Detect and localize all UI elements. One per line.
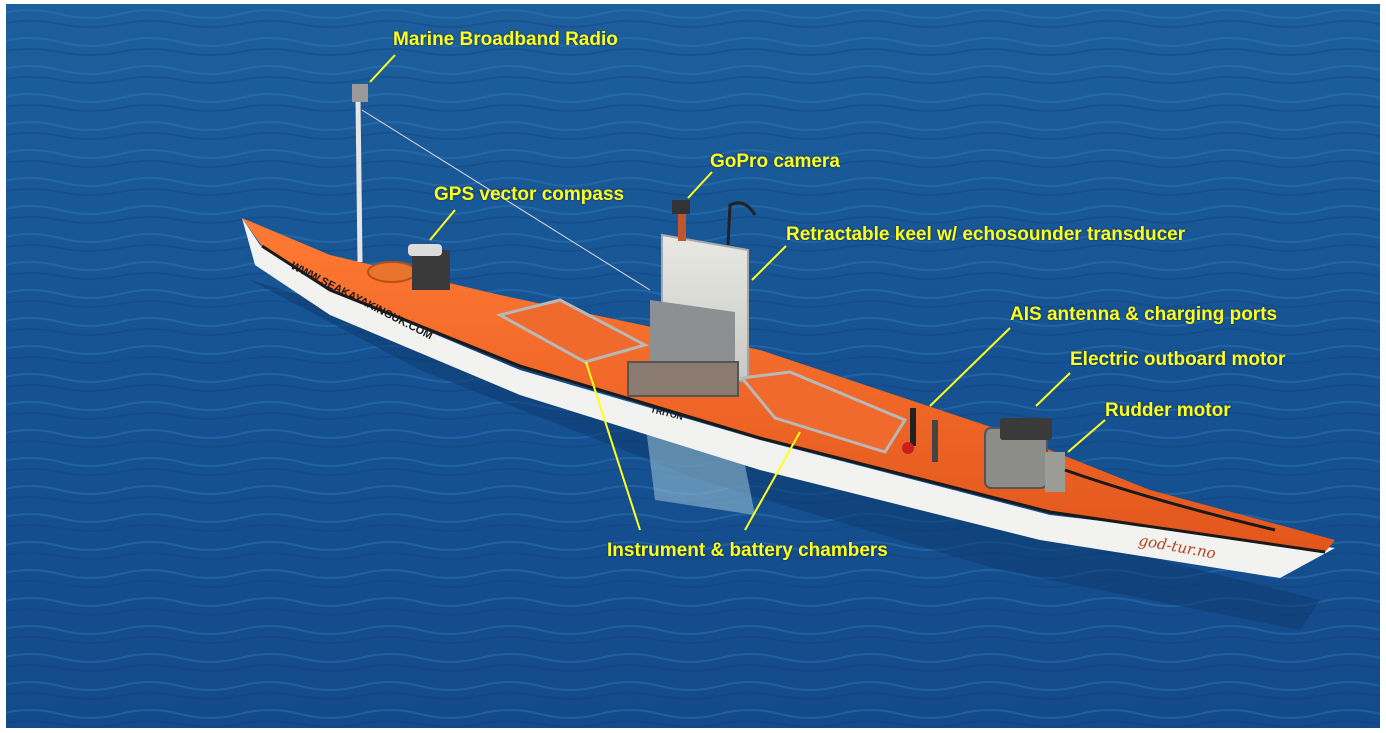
- motor-top: [1000, 418, 1052, 440]
- radio-mast: [355, 99, 363, 263]
- arrow-rudder: [1067, 419, 1106, 453]
- mast-stay: [361, 109, 651, 291]
- radio-unit: [352, 84, 368, 102]
- arrow-ais: [929, 327, 1011, 407]
- annotation-arrows: [369, 54, 1106, 531]
- label-electric-outboard-motor: Electric outboard motor: [1070, 349, 1286, 370]
- keel-cable: [726, 201, 757, 246]
- arrow-chambers-left: [585, 361, 641, 531]
- ais-antenna: [910, 408, 916, 446]
- arrow-gopro: [687, 171, 713, 199]
- hull-stripe: [261, 244, 1326, 554]
- motor-cable: [1064, 468, 1276, 532]
- rudder-motor: [1045, 452, 1065, 492]
- arrow-gps: [429, 209, 456, 241]
- gopro-pole: [678, 205, 686, 241]
- label-instrument-battery-chambers: Instrument & battery chambers: [607, 540, 888, 561]
- label-gps-vector-compass: GPS vector compass: [434, 184, 625, 205]
- label-marine-broadband-radio: Marine Broadband Radio: [393, 29, 618, 50]
- label-ais-antenna: AIS antenna & charging ports: [1010, 304, 1278, 325]
- ais-antenna-2: [932, 420, 938, 462]
- label-rudder-motor: Rudder motor: [1105, 400, 1231, 421]
- arrow-keel: [751, 245, 787, 281]
- rear-hatch: [739, 370, 908, 454]
- keel-box: [627, 361, 739, 397]
- arrow-chambers-right: [744, 431, 801, 531]
- front-hatch: [495, 298, 650, 364]
- charging-port: [902, 442, 914, 454]
- label-gopro-camera: GoPro camera: [710, 151, 840, 172]
- gopro-box: [672, 200, 690, 214]
- arrow-motor: [1035, 372, 1071, 407]
- label-retractable-keel: Retractable keel w/ echosounder transduc…: [786, 224, 1186, 245]
- hull-white-side: [242, 218, 1335, 578]
- gps-dome: [367, 261, 417, 283]
- hull-reflection: [250, 280, 1320, 630]
- gps-top: [408, 244, 442, 256]
- gps-box: [412, 250, 450, 290]
- arrow-radio: [369, 54, 396, 83]
